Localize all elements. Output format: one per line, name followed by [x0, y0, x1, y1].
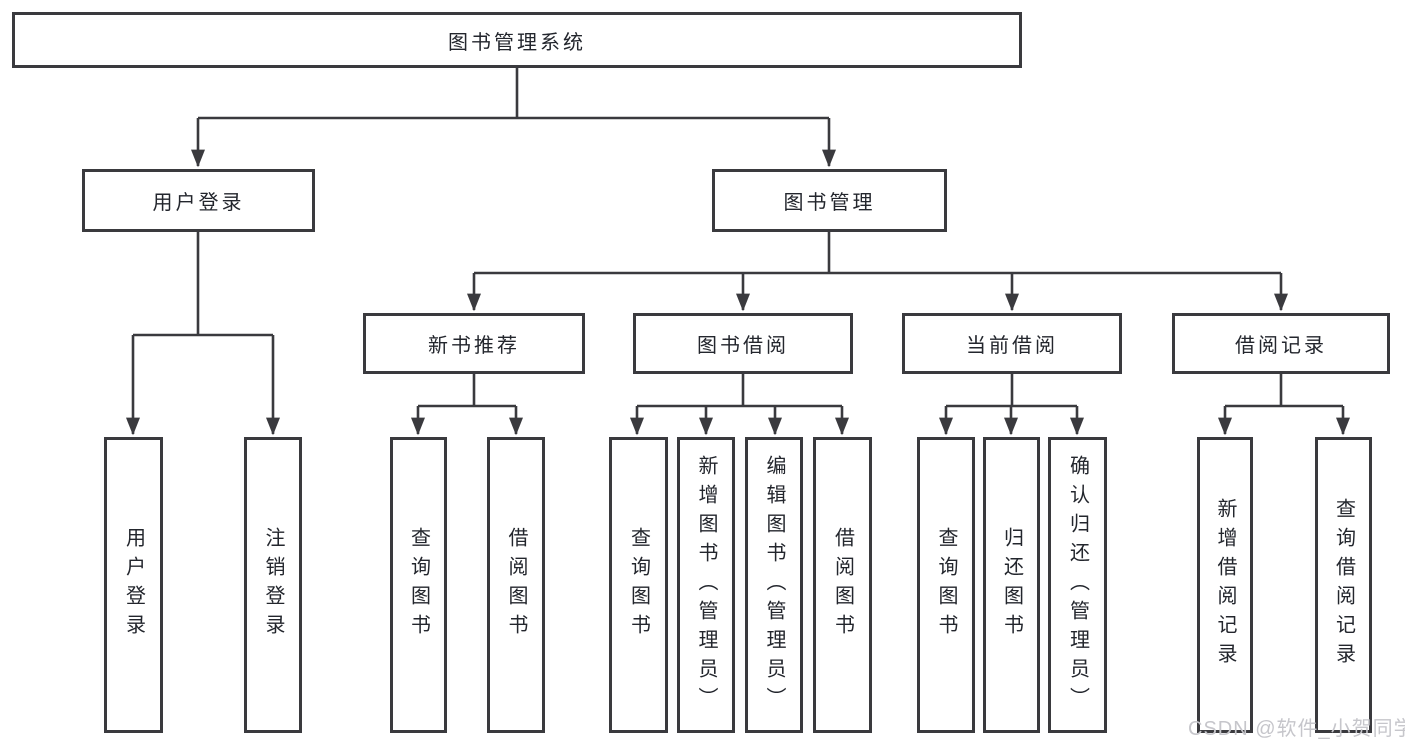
leaf-borrow-query-books: 查询图书: [609, 437, 668, 733]
leaf-records-add-borrow-record: 新增借阅记录: [1197, 437, 1253, 733]
node-new-book-recommend: 新书推荐: [363, 313, 585, 374]
node-current-borrow: 当前借阅: [902, 313, 1122, 374]
leaf-borrow-edit-books-admin: 编辑图书（管理员）: [745, 437, 803, 733]
leaf-borrow-borrow-books: 借阅图书: [813, 437, 872, 733]
leaf-current-return-books: 归还图书: [983, 437, 1040, 733]
node-root-system: 图书管理系统: [12, 12, 1022, 68]
leaf-logout: 注销登录: [244, 437, 302, 733]
csdn-watermark: CSDN @软件_小贺同学: [1188, 718, 1405, 740]
leaf-records-query-borrow-record: 查询借阅记录: [1315, 437, 1372, 733]
leaf-newbook-query-books: 查询图书: [390, 437, 447, 733]
leaf-current-confirm-return-admin: 确认归还（管理员）: [1048, 437, 1107, 733]
node-borrow-records: 借阅记录: [1172, 313, 1390, 374]
leaf-borrow-add-books-admin: 新增图书（管理员）: [677, 437, 735, 733]
leaf-user-login: 用户登录: [104, 437, 163, 733]
node-user-login-branch: 用户登录: [82, 169, 315, 232]
leaf-current-query-books: 查询图书: [917, 437, 975, 733]
node-book-management-branch: 图书管理: [712, 169, 947, 232]
node-book-borrow: 图书借阅: [633, 313, 853, 374]
leaf-newbook-borrow-books: 借阅图书: [487, 437, 545, 733]
